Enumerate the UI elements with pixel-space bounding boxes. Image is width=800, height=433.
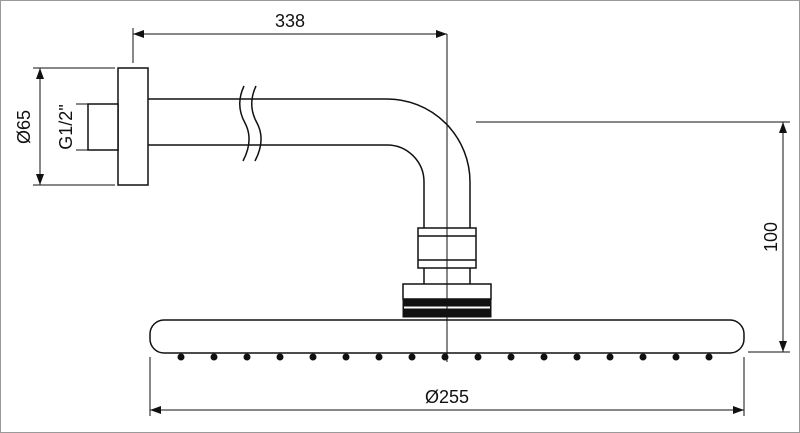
nozzle-dot	[342, 353, 350, 361]
arrowhead-left	[150, 406, 161, 414]
dimension-flange-diameter: Ø65	[14, 67, 115, 186]
arrowhead-up	[36, 68, 44, 79]
thread-nipple	[87, 103, 119, 151]
nozzle-dot	[309, 353, 317, 361]
arrowhead-right	[733, 406, 744, 414]
dim-drop-height-label: 100	[761, 222, 781, 252]
nozzle-dot	[276, 353, 284, 361]
arrowhead-down	[779, 341, 787, 352]
nozzle-dot	[639, 353, 647, 361]
dim-thread-label: G1/2"	[56, 104, 76, 149]
nozzle-dot	[705, 353, 713, 361]
nozzle-dot	[507, 353, 515, 361]
arrowhead-left	[133, 30, 144, 38]
shower-arm	[148, 85, 471, 228]
nozzle-dot	[408, 353, 416, 361]
arrowhead-down	[36, 174, 44, 185]
nozzle-dot	[243, 353, 251, 361]
nozzle-dot	[606, 353, 614, 361]
nozzle-dots	[177, 353, 713, 361]
dim-flange-diameter-label: Ø65	[14, 110, 34, 144]
arrowhead-right	[436, 30, 447, 38]
nozzle-dot	[540, 353, 548, 361]
elbow-outer-arc	[386, 98, 471, 183]
nozzle-dot	[375, 353, 383, 361]
dimension-drop-height: 100	[476, 121, 790, 353]
nozzle-dot	[474, 353, 482, 361]
dimension-arm-length: 338	[132, 11, 447, 63]
pipe-break-line	[239, 85, 250, 162]
arrowhead-up	[779, 122, 787, 133]
elbow-inner-arc	[386, 144, 425, 183]
thread-size-callout: G1/2"	[56, 103, 88, 151]
dim-arm-length-label: 338	[275, 11, 305, 31]
pipe-break-line	[251, 85, 262, 162]
dimension-head-diameter: Ø255	[149, 357, 745, 416]
dim-head-diameter-label: Ø255	[425, 387, 469, 407]
wall-flange	[87, 67, 149, 186]
nozzle-dot	[672, 353, 680, 361]
flange-plate	[117, 67, 149, 186]
nozzle-dot	[177, 353, 185, 361]
nozzle-dot	[573, 353, 581, 361]
nozzle-dot	[210, 353, 218, 361]
